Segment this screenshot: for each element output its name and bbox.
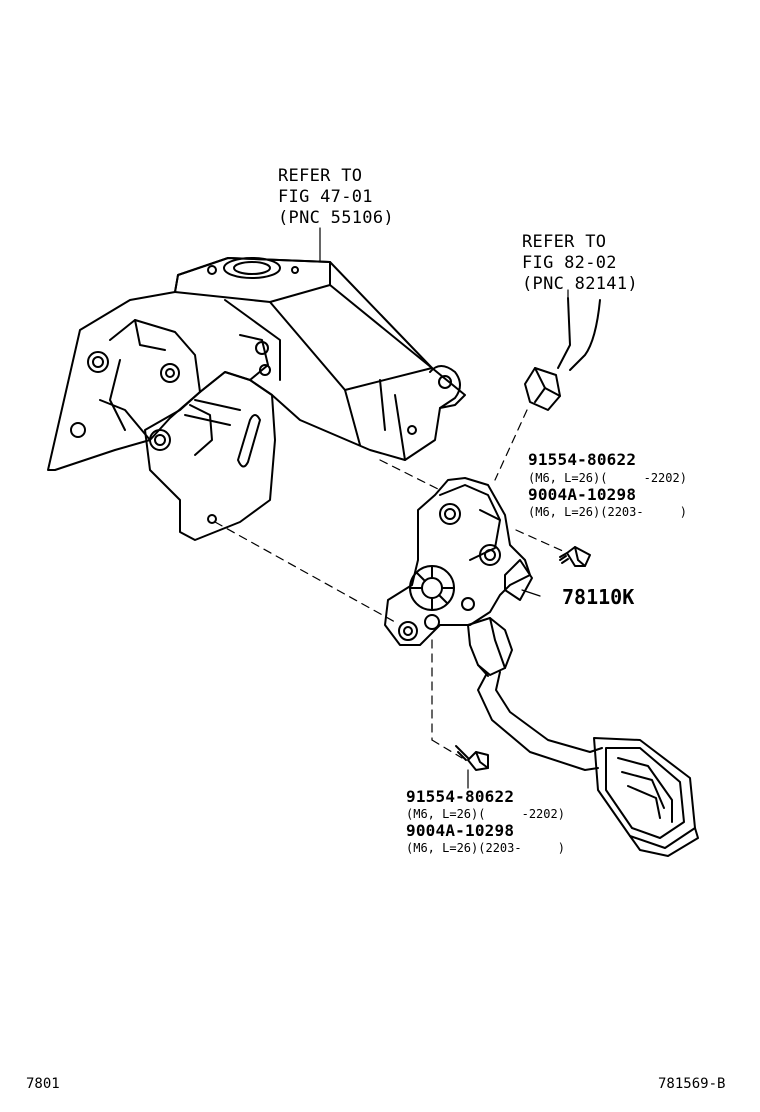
ref-pedal-bracket-line1: REFER TO [278, 166, 363, 186]
ref-pedal-bracket-line3: (PNC 55106) [278, 208, 394, 228]
footer-section-code: 7801 [26, 1076, 60, 1092]
bolt-upper-part-a: 91554-80622 [528, 450, 637, 469]
main-part-number: 78110K [562, 585, 635, 609]
ref-wire-harness-line3: (PNC 82141) [522, 274, 638, 294]
bolt-lower-part-b: 9004A-10298 [406, 821, 515, 840]
bolt-lower-spec-a: (M6, L=26)( -2202) [406, 807, 565, 821]
bolt-upper-part-b: 9004A-10298 [528, 485, 637, 504]
bolt-upper [559, 546, 591, 567]
ref-pedal-bracket-line2: FIG 47-01 [278, 187, 373, 207]
bolt-upper-spec-b: (M6, L=26)(2203- ) [528, 505, 687, 519]
ref-wire-harness-line2: FIG 82-02 [522, 253, 617, 273]
leader-lines [319, 227, 569, 789]
pedal-support-bracket [47, 257, 466, 541]
footer-illustration-id: 781569-B [658, 1076, 726, 1092]
bolt-lower [455, 745, 489, 771]
harness-connector [524, 297, 601, 411]
bolt-lower-part-a: 91554-80622 [406, 787, 515, 806]
ref-wire-harness-line1: REFER TO [522, 232, 607, 252]
bolt-lower-spec-b: (M6, L=26)(2203- ) [406, 841, 565, 855]
accelerator-pedal-assembly [384, 477, 699, 857]
bolt-upper-spec-a: (M6, L=26)( -2202) [528, 471, 687, 485]
dashed-alignment-lines [214, 409, 566, 759]
